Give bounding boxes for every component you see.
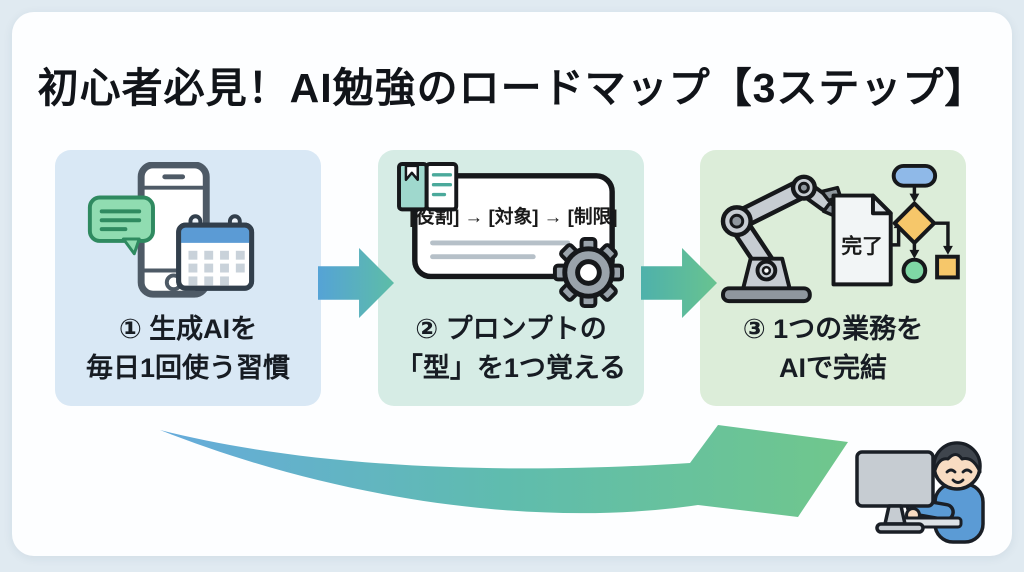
step-2-label: ② プロンプトの 「型」を1つ覚える — [396, 310, 626, 388]
gear-icon — [552, 236, 624, 309]
done-document-icon: 完了 — [831, 193, 893, 287]
step-2-line1: ② プロンプトの — [415, 314, 607, 344]
person-at-computer-icon — [855, 441, 985, 544]
step-2-line2: 「型」を1つ覚える — [395, 353, 627, 383]
step-3-label: ③ 1つの業務を AIで完結 — [743, 310, 923, 388]
step-1-card: ① 生成AIを 毎日1回使う習慣 — [55, 150, 321, 406]
calendar-icon — [175, 214, 254, 291]
chat-bubble-icon — [87, 195, 155, 256]
step-1-line1: ① 生成AIを — [118, 314, 258, 344]
prompt-template-gear-icon: [役割] → [対象] → [制限] — [396, 162, 624, 309]
flowchart-icon — [891, 163, 960, 284]
page-title: 初心者必見！AI勉強のロードマップ【3ステップ】 — [37, 65, 987, 111]
step-3-card: 完了 ③ 1つの業務を AIで完結 — [700, 150, 966, 406]
step-1-label: ① 生成AIを 毎日1回使う習慣 — [86, 310, 290, 388]
step-3-line1: ③ 1つの業務を — [742, 314, 924, 344]
roadmap-swoosh-arrow-icon — [160, 425, 848, 517]
smartphone-chat-calendar-icon — [87, 162, 254, 298]
step-1-line2: 毎日1回使う習慣 — [85, 353, 291, 383]
step-2-card: [役割] → [対象] → [制限] — [378, 150, 644, 406]
infographic-panel: 初心者必見！AI勉強のロードマップ【3ステップ】 — [12, 12, 1012, 556]
monitor-icon — [855, 450, 935, 534]
done-label: 完了 — [841, 234, 882, 258]
notebook-icon — [396, 162, 458, 212]
prompt-formula-text: [役割] → [対象] → [制限] — [409, 206, 617, 227]
robot-document-flowchart-icon: 完了 — [720, 163, 960, 304]
robot-arm-icon — [720, 174, 843, 304]
step-3-line2: AIで完結 — [778, 353, 887, 383]
